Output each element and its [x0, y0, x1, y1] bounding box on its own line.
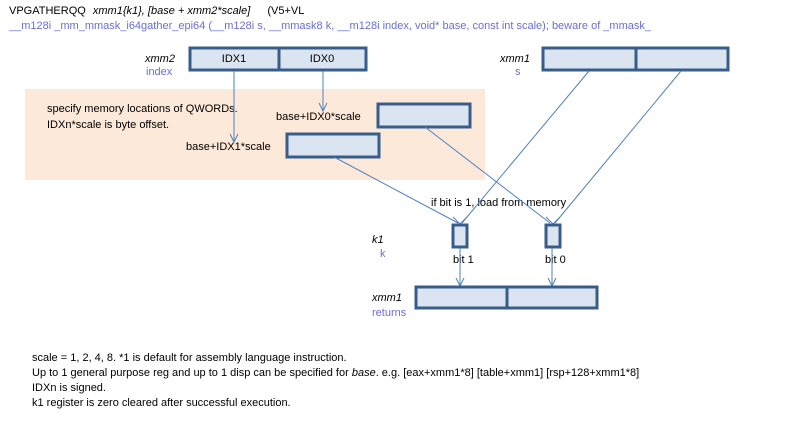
index-register: IDX1 IDX0: [188, 46, 368, 72]
result-register-name: xmm1: [372, 292, 402, 304]
idx1-arrowhead-icon: [229, 133, 239, 144]
address-label-idx0: base+IDX0*scale: [276, 111, 361, 123]
source-register: [541, 46, 730, 72]
instruction-header: VPGATHERQQ xmm1{k1}, [base + xmm2*scale]…: [9, 5, 304, 18]
result-register: [414, 285, 599, 310]
mask-condition: if bit is 1, load from memory: [431, 197, 567, 209]
instruction-operands: xmm1{k1}, [base + xmm2*scale]: [92, 5, 251, 17]
memory-note-line1: specify memory locations of QWORDs.: [47, 103, 238, 115]
mem0-to-bit0-line: [424, 126, 551, 224]
note-base-examples: . e.g. [eax+xmm1*8] [table+xmm1] [rsp+12…: [375, 367, 640, 379]
index-register-name: xmm2: [145, 53, 175, 65]
instruction-extension: (V5+VL: [267, 5, 305, 17]
index-register-role: index: [146, 66, 173, 78]
note-base: Up to 1 general purpose reg and up to 1 …: [32, 367, 639, 380]
note-scale: scale = 1, 2, 4, 8. *1 is default for as…: [32, 352, 347, 364]
index-cell-idx0: IDX0: [310, 53, 334, 65]
note-k1-cleared: k1 register is zero cleared after succes…: [32, 397, 291, 409]
index-cell-idx1: IDX1: [222, 53, 246, 65]
source-register-role: s: [515, 66, 521, 78]
mask-bit0-label: bit 0: [545, 254, 566, 266]
intrinsic-signature: __m128i _mm_mmask_i64gather_epi64 (__m12…: [9, 20, 651, 32]
address-label-idx1: base+IDX1*scale: [186, 141, 271, 153]
note-base-word: base: [351, 367, 376, 379]
mask-bit1-label: bit 1: [453, 254, 474, 266]
bit1-arrowhead-icon: [452, 216, 468, 225]
memory-qword-idx1: [285, 132, 381, 159]
memory-qword-idx0: [376, 102, 472, 129]
memory-note-line2: IDXn*scale is byte offset.: [47, 119, 170, 131]
note-base-text: Up to 1 general purpose reg and up to 1 …: [32, 367, 352, 379]
result-register-role: returns: [372, 307, 407, 319]
mask-register-role: k: [380, 248, 386, 260]
mask-register-name: k1: [372, 234, 384, 246]
src0-to-bit0-line: [554, 70, 682, 224]
bit0-arrowhead-icon: [545, 216, 561, 225]
mask-bit1-box: [451, 223, 469, 249]
note-signed: IDXn is signed.: [32, 382, 106, 394]
source-register-name: xmm1: [500, 53, 530, 65]
instruction-mnemonic: VPGATHERQQ: [9, 5, 86, 17]
mem1-to-bit1-line: [333, 156, 459, 224]
src1-to-bit1-line: [461, 70, 590, 224]
mask-bit0-box: [544, 223, 562, 249]
idx0-arrowhead-icon: [318, 102, 328, 113]
